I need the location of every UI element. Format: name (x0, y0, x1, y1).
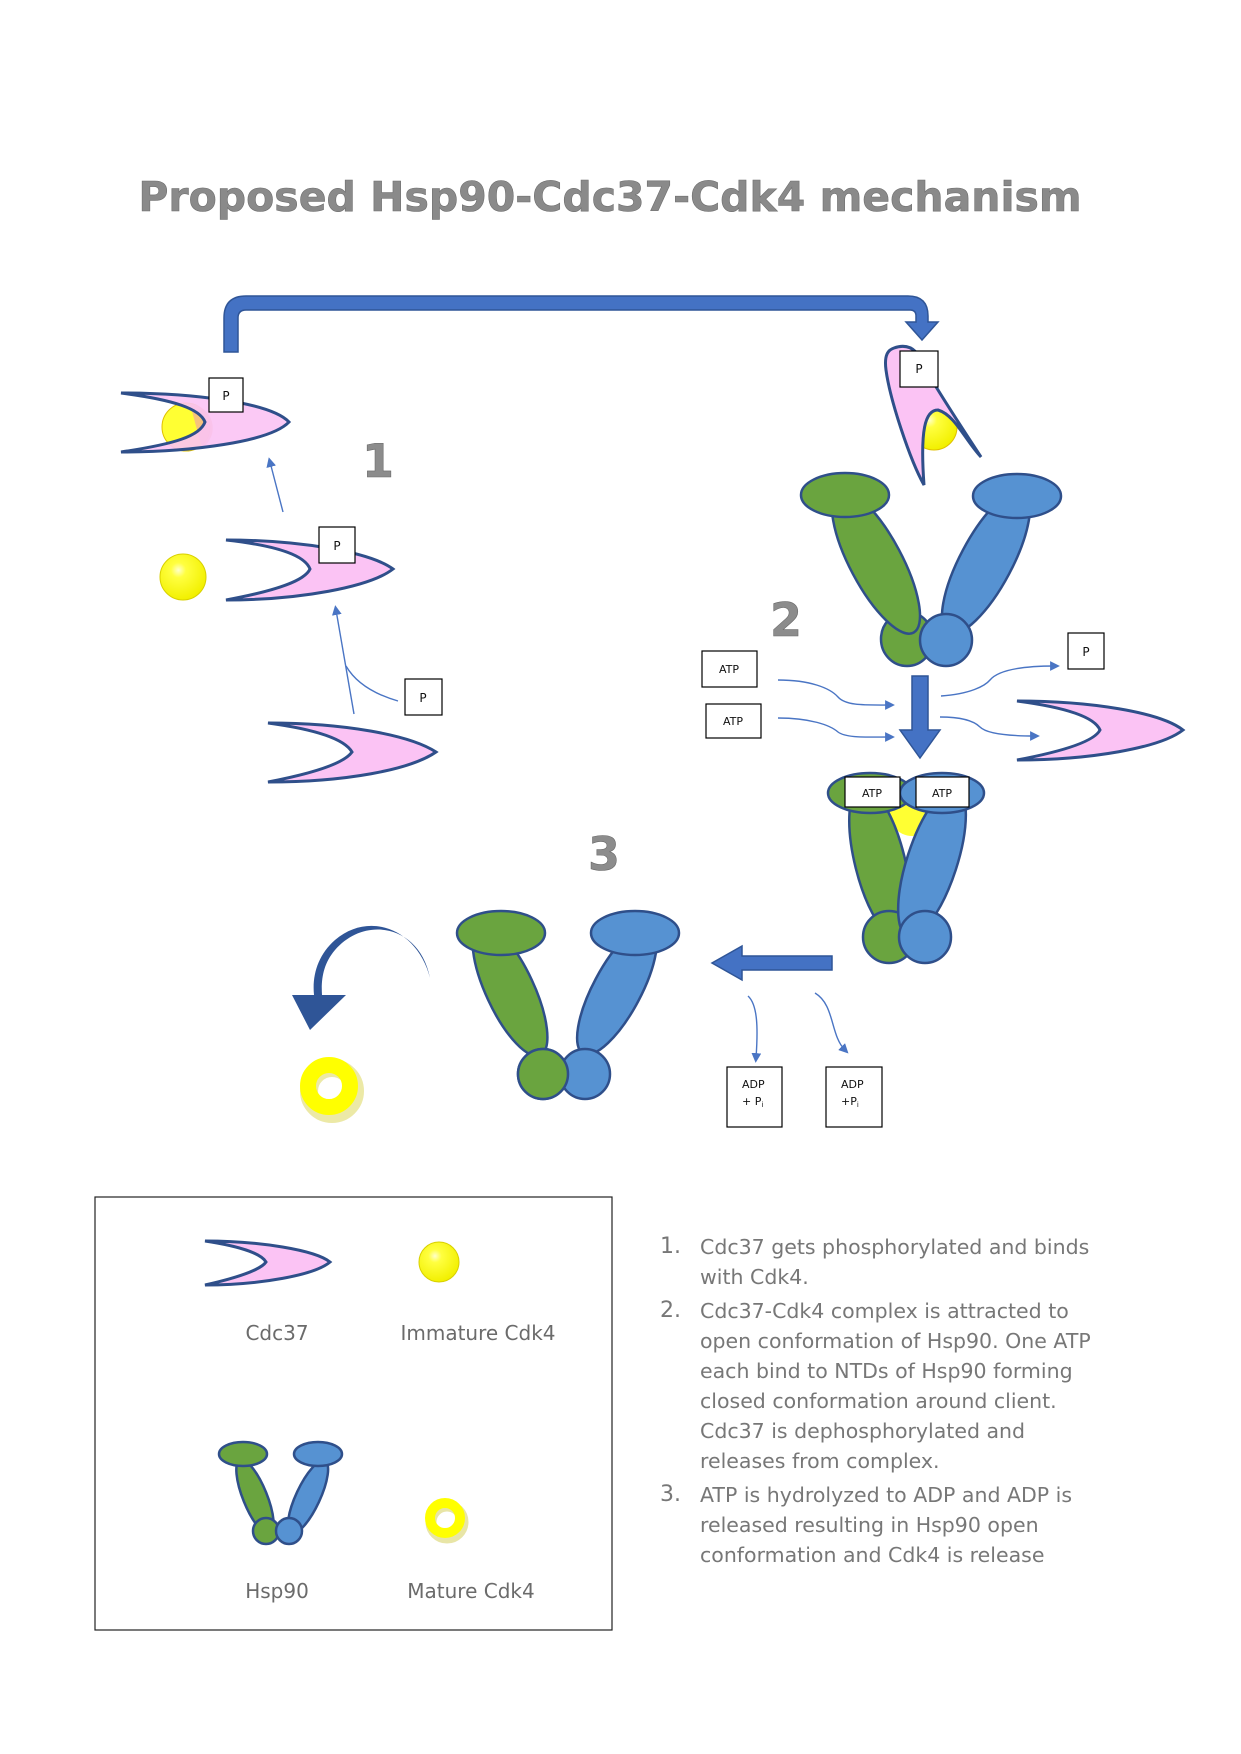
step-description-text: Cdc37 gets phosphorylated and binds with… (700, 1235, 1090, 1289)
step-description-number: 1. (660, 1234, 681, 1259)
legend-label: Hsp90 (245, 1579, 309, 1603)
phosphate-box (208, 377, 244, 413)
atp-label: ATP (862, 787, 882, 800)
atp-label: ATP (723, 715, 743, 728)
arrow-atp-in (777, 679, 895, 710)
legend-item-mature-cdk4: Mature Cdk4 (407, 1498, 535, 1603)
phosphorylated-cdc37-and-cdk4: P (159, 526, 396, 602)
atp-box (915, 776, 970, 808)
atp-box (844, 776, 901, 808)
down-arrow (898, 675, 942, 760)
phosphate-label: P (333, 539, 340, 553)
mature-cdk4 (300, 1057, 364, 1123)
arrow-phosphate-out (940, 661, 1060, 697)
hsp90-closed-atp-bound: ATP ATP (826, 771, 986, 965)
arrow-phosphate-branch (345, 665, 399, 702)
left-arrow (710, 944, 833, 982)
phosphate-box (1067, 632, 1105, 670)
phosphate-label: P (419, 691, 426, 705)
legend-label: Cdc37 (245, 1321, 308, 1345)
step-number-1: 1 (362, 434, 394, 488)
atp-box (701, 650, 758, 688)
cdc37-released (1016, 699, 1186, 762)
phosphate-box (318, 526, 356, 564)
legend-box (94, 1196, 613, 1631)
hsp90-open-step2 (799, 471, 1063, 668)
top-bent-arrow (223, 295, 940, 353)
step-description-number: 2. (660, 1298, 681, 1323)
atp-label: ATP (719, 663, 739, 676)
cdc37-unphosphorylated (267, 721, 439, 784)
step-description-1: 1. Cdc37 gets phosphorylated and binds w… (660, 1232, 1110, 1292)
step-description-2: 2. Cdc37-Cdk4 complex is attracted to op… (660, 1296, 1110, 1476)
page-title: Proposed Hsp90-Cdc37-Cdk4 mechanism (138, 173, 1081, 221)
legend-label: Immature Cdk4 (400, 1321, 555, 1345)
cdc37-shape (225, 538, 396, 602)
phosphate-box (899, 350, 939, 388)
legend-label: Mature Cdk4 (407, 1579, 534, 1603)
legend-item-immature-cdk4: Immature Cdk4 (400, 1241, 556, 1345)
immature-cdk4 (159, 553, 207, 601)
adp-pi-label: + Pi (742, 1095, 763, 1109)
step-description-text: ATP is hydrolyzed to ADP and ADP is rele… (700, 1483, 1073, 1567)
arrow-adp-out (814, 992, 849, 1054)
phosphate-box (404, 678, 443, 716)
cdc37-shape (120, 391, 292, 454)
step-number-3: 3 (588, 827, 620, 881)
step-description-number: 3. (660, 1482, 681, 1507)
step-description-text: Cdc37-Cdk4 complex is attracted to open … (700, 1299, 1091, 1473)
adp-box (726, 1066, 783, 1128)
arrow-atp-in (777, 717, 895, 742)
step-number-2: 2 (770, 593, 802, 647)
adp-pi-label: +Pi (841, 1095, 859, 1109)
phosphate-label: P (1082, 645, 1089, 659)
atp-label: ATP (932, 787, 952, 800)
curved-release-arrow (292, 925, 430, 1030)
cdc37-cdk4-complex-step1: P (120, 377, 292, 454)
arrow-phosphorylation (332, 605, 355, 715)
adp-box (825, 1066, 883, 1128)
phosphate-label: P (222, 389, 229, 403)
arrow-bind-cdk4 (266, 457, 284, 513)
arrow-adp-out (747, 995, 762, 1063)
adp-label: ADP (841, 1078, 864, 1091)
step-description-3: 3. ATP is hydrolyzed to ADP and ADP is r… (660, 1480, 1110, 1570)
step-descriptions: 1. Cdc37 gets phosphorylated and binds w… (660, 1232, 1110, 1574)
legend-item-hsp90: Hsp90 (217, 1440, 344, 1603)
legend-item-cdc37: Cdc37 (204, 1239, 333, 1345)
hsp90-open-step3 (455, 909, 681, 1101)
adp-label: ADP (742, 1078, 765, 1091)
phosphate-label: P (915, 362, 922, 376)
arrow-cdc37-out (939, 716, 1040, 741)
cdc37-cdk4-complex-approaching: P (884, 344, 983, 486)
atp-box (705, 703, 762, 739)
